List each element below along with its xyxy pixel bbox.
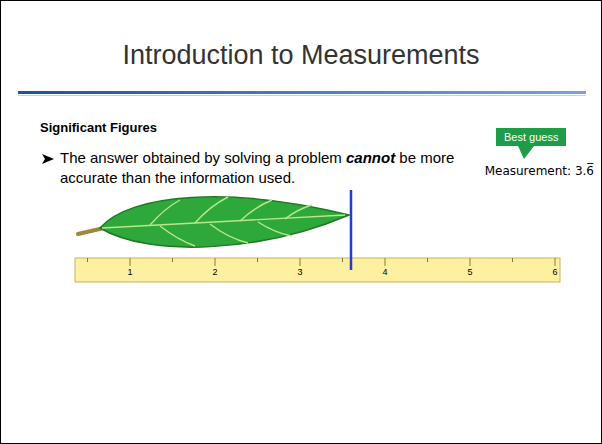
- ruler-ticks: [88, 258, 556, 266]
- subheading: Significant Figures: [40, 120, 157, 135]
- title-rule: [18, 91, 586, 94]
- measure-line: [350, 190, 353, 270]
- ruler-number: 2: [212, 267, 217, 277]
- ruler: [75, 258, 560, 282]
- callout-box: Best guess: [496, 128, 566, 146]
- measurement-text: Measurement: 3.6̅: [485, 164, 594, 178]
- ruler-number: 3: [297, 267, 302, 277]
- leaf-veins: [102, 197, 345, 246]
- ruler-number: 1: [127, 267, 132, 277]
- ruler-number: 5: [467, 267, 472, 277]
- bullet-text: The answer obtained by solving a problem…: [60, 148, 485, 188]
- ruler-number: 6: [552, 267, 557, 277]
- ruler-number: 4: [382, 267, 387, 277]
- emphasis-text: cannot: [346, 149, 395, 166]
- leaf: [100, 197, 349, 247]
- title-rule-shadow: [18, 95, 586, 96]
- bullet-arrow: [42, 154, 54, 164]
- bullet-text-part: The answer obtained by solving a problem: [60, 149, 342, 166]
- slide-title: Introduction to Measurements: [0, 40, 602, 71]
- callout-text: Best guess: [504, 131, 558, 143]
- callout-tail: [518, 146, 536, 160]
